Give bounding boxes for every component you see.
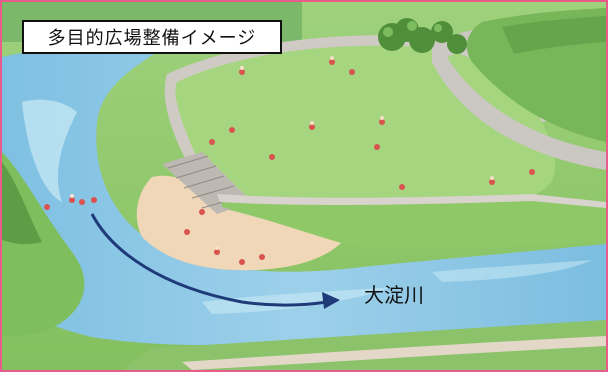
left-bank-trees	[2, 162, 42, 245]
people	[44, 59, 535, 265]
left-bank	[2, 152, 85, 337]
river	[2, 40, 606, 346]
lower-path	[182, 336, 606, 370]
river-flow-arrow	[90, 213, 328, 307]
arrow-head-icon	[322, 292, 340, 309]
page-title: 多目的広場整備イメージ	[47, 28, 257, 49]
river-highlight	[432, 260, 592, 282]
river-highlight	[22, 99, 77, 202]
river-highlight	[202, 287, 392, 314]
tree-highlights	[383, 21, 442, 37]
lower-plaza-path	[217, 194, 606, 208]
title-box: 多目的広場整備イメージ	[22, 20, 282, 54]
lower-bank	[122, 320, 606, 370]
river-label: 大淀川	[364, 283, 424, 307]
people-heads	[70, 56, 494, 250]
sand-beach	[136, 175, 342, 271]
embankment-stripe	[502, 16, 606, 54]
lower-plaza	[222, 197, 606, 248]
